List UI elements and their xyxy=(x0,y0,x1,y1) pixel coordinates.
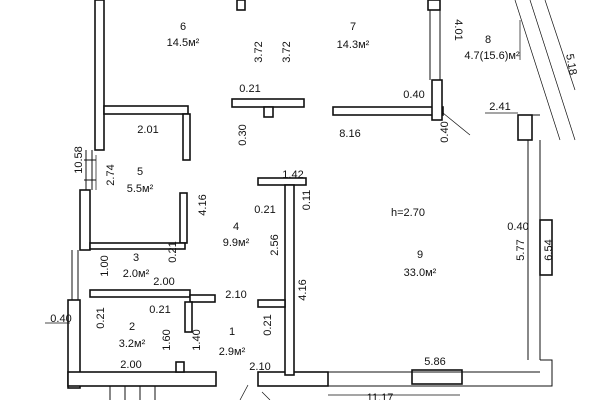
wall-bottom-notch xyxy=(175,361,185,373)
room-4-number: 4 xyxy=(233,221,239,233)
dim-3-72-right: 3.72 xyxy=(281,41,293,62)
dim-2-01: 2.01 xyxy=(137,124,158,136)
dim-4-16-a: 4.16 xyxy=(197,194,209,215)
room-1-number: 1 xyxy=(229,326,235,338)
room-6-area: 14.5м² xyxy=(167,37,200,49)
dim-6-54: 6.54 xyxy=(543,239,555,260)
partition-6-5 xyxy=(103,105,189,115)
room-3-area: 2.0м² xyxy=(123,268,150,280)
dim-0-40-top: 0.40 xyxy=(403,89,424,101)
wall-center-top xyxy=(257,177,307,186)
wall-8-16 xyxy=(332,106,444,116)
dim-1-60: 1.60 xyxy=(161,329,173,350)
dim-0-40-right: 0.40 xyxy=(439,121,451,142)
dim-2-10-b: 2.10 xyxy=(249,361,270,373)
dim-1-00: 1.00 xyxy=(99,255,111,276)
room-8-area: 4.7(15.6)м² xyxy=(464,50,520,62)
dim-2-00-b: 2.00 xyxy=(120,359,141,371)
wall-t-top xyxy=(231,98,305,108)
ceiling-height: h=2.70 xyxy=(391,207,425,219)
room-7-number: 7 xyxy=(350,21,356,33)
dim-5-18: 5.18 xyxy=(563,53,579,76)
partition-2-stub xyxy=(189,294,216,303)
dim-0-11: 0.11 xyxy=(301,190,313,211)
wall-center-stub xyxy=(257,299,286,308)
wall-7-8-top xyxy=(427,0,441,11)
wall-bottom-right xyxy=(328,359,553,387)
dim-8-16: 8.16 xyxy=(339,128,360,140)
room-6-number: 6 xyxy=(180,21,186,33)
dim-4-01: 4.01 xyxy=(452,19,464,40)
dim-0-21-left: 0.21 xyxy=(95,307,107,328)
room-2-area: 3.2м² xyxy=(119,338,146,350)
dim-1-42: 1.42 xyxy=(282,169,303,181)
room-5-area: 5.5м² xyxy=(127,183,154,195)
wall-center-vertical xyxy=(284,184,295,376)
room-8-number: 8 xyxy=(485,34,491,46)
dim-0-21-top: 0.21 xyxy=(239,83,260,95)
dim-5-86: 5.86 xyxy=(424,356,445,368)
partition-4-5 xyxy=(179,192,188,244)
room-9-number: 9 xyxy=(417,249,423,261)
partition-3-2 xyxy=(89,289,191,298)
dim-2-00-a: 2.00 xyxy=(153,276,174,288)
dim-0-40-wall: 0.40 xyxy=(507,221,528,233)
partition-2-1 xyxy=(184,301,193,333)
dim-1-40: 1.40 xyxy=(191,329,203,350)
wall-left-opening xyxy=(84,150,96,190)
wall-left-lower xyxy=(67,299,81,389)
dim-0-21-mid: 0.21 xyxy=(254,204,275,216)
dim-2-56: 2.56 xyxy=(269,234,281,255)
wall-left-upper xyxy=(94,0,105,151)
partition-6-5-stub xyxy=(182,113,191,161)
room-1-area: 2.9м² xyxy=(219,346,246,358)
room-9-area: 33.0м² xyxy=(404,267,437,279)
dim-0-30: 0.30 xyxy=(237,124,249,145)
room-2-number: 2 xyxy=(129,321,135,333)
wall-bottom-steps xyxy=(109,386,156,400)
room-4-area: 9.9м² xyxy=(223,237,250,249)
dim-11-17: 11.17 xyxy=(367,392,394,400)
dim-5-77: 5.77 xyxy=(515,239,527,260)
room-3-number: 3 xyxy=(133,252,139,264)
dim-lines-right xyxy=(514,0,576,141)
wall-bottom-left xyxy=(67,371,217,387)
dim-10-58: 10.58 xyxy=(73,146,85,174)
dim-lines-8 xyxy=(485,20,521,114)
wall-left-middle xyxy=(79,189,91,251)
dim-0-21-r3: 0.21 xyxy=(167,241,179,262)
dim-2-74: 2.74 xyxy=(105,164,117,185)
partition-5-3 xyxy=(89,242,186,250)
wall-7-8-thin xyxy=(429,10,441,80)
dim-lines-bottom xyxy=(239,384,460,400)
dim-4-16-b: 4.16 xyxy=(297,279,309,300)
wall-t-stem xyxy=(263,106,274,118)
dim-line-diagonal xyxy=(442,112,471,136)
wall-left-opening-lower xyxy=(71,250,79,300)
wall-6-7-top xyxy=(236,0,246,11)
dim-2-10-a: 2.10 xyxy=(225,289,246,301)
wall-bottom-window xyxy=(411,369,463,385)
room-5-number: 5 xyxy=(137,166,143,178)
dim-2-41: 2.41 xyxy=(489,101,510,113)
wall-7-8-lower xyxy=(431,79,443,121)
wall-right-thin xyxy=(527,140,541,360)
dim-3-72-left: 3.72 xyxy=(253,41,265,62)
wall-right-top xyxy=(517,114,533,141)
dim-0-21-r1: 0.21 xyxy=(262,314,274,335)
dim-0-40-left: 0.40 xyxy=(50,313,71,325)
dim-lines-left xyxy=(45,155,97,324)
dim-0-21-r2: 0.21 xyxy=(149,304,170,316)
room-7-area: 14.3м² xyxy=(337,39,370,51)
